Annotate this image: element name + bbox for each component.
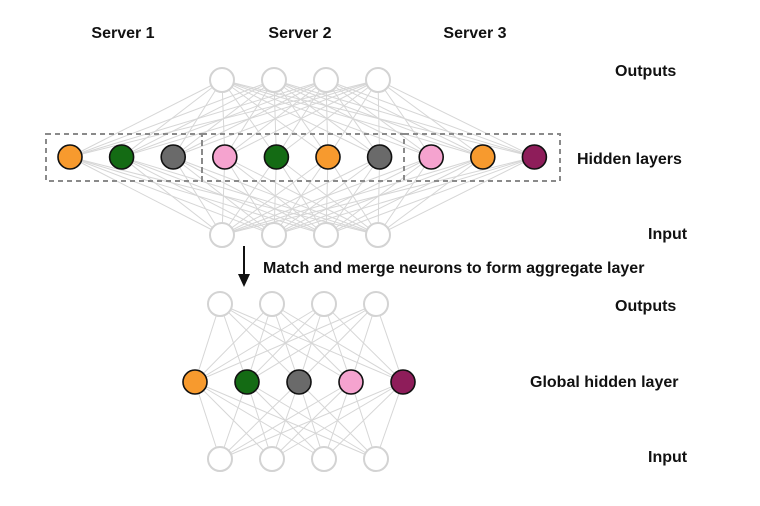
hidden-to-output-edge <box>219 303 352 383</box>
output-node <box>311 291 337 317</box>
bottom-input-label: Input <box>648 449 688 466</box>
output-node <box>259 291 285 317</box>
hidden-to-output-edge <box>172 79 223 158</box>
global-hidden-layer-label: Global hidden layer <box>530 374 678 391</box>
hidden-to-output-edge <box>69 79 223 158</box>
input-to-hidden-edge <box>221 156 329 236</box>
hidden-to-output-edge <box>273 79 535 158</box>
hidden-to-output-edge <box>221 79 432 158</box>
bottom-outputs-label: Outputs <box>615 298 676 315</box>
input-node <box>207 446 233 472</box>
input-node <box>259 446 285 472</box>
input-to-hidden-edge <box>219 381 300 460</box>
output-node <box>365 67 391 93</box>
merge-arrow-head <box>238 274 250 287</box>
input-node <box>261 222 287 248</box>
top-hidden-layers-label: Hidden layers <box>577 151 682 168</box>
bottom-network-edges <box>194 303 404 460</box>
bottom-network-nodes <box>182 291 416 472</box>
hidden-to-output-edge <box>323 303 404 383</box>
server-2-hidden-neuron <box>263 144 290 170</box>
server-3-label: Server 3 <box>443 25 506 42</box>
hidden-to-output-edge <box>221 79 329 158</box>
input-to-hidden-edge <box>375 381 404 460</box>
output-node <box>363 291 389 317</box>
server-boxes <box>45 133 561 182</box>
hidden-to-output-edge <box>219 303 248 383</box>
server-2-label: Server 2 <box>268 25 331 42</box>
top-outputs-label: Outputs <box>615 63 676 80</box>
input-to-hidden-edge <box>377 156 535 236</box>
top-network-nodes <box>57 67 548 248</box>
output-node <box>207 291 233 317</box>
server-1-label: Server 1 <box>91 25 154 42</box>
input-to-hidden-edge <box>219 381 248 460</box>
hidden-to-output-edge <box>219 303 300 383</box>
input-to-hidden-edge <box>221 156 277 236</box>
hidden-to-output-edge <box>194 303 221 383</box>
server-2-hidden-neuron <box>315 144 341 170</box>
input-to-hidden-edge <box>172 156 223 236</box>
merge-arrow <box>238 246 250 287</box>
input-to-hidden-edge <box>325 156 535 236</box>
top-network-edges <box>69 79 535 236</box>
hidden-to-output-edge <box>221 79 380 158</box>
global-hidden-neuron <box>182 369 208 395</box>
input-to-hidden-edge <box>221 156 483 236</box>
hidden-to-output-edge <box>375 303 404 383</box>
input-to-hidden-edge <box>273 156 535 236</box>
top-input-label: Input <box>648 226 688 243</box>
global-hidden-neuron <box>390 369 416 395</box>
hidden-to-output-edge <box>325 79 535 158</box>
input-to-hidden-edge <box>221 156 226 236</box>
input-node <box>365 222 391 248</box>
input-to-hidden-edge <box>69 156 223 236</box>
hidden-to-output-edge <box>377 79 535 158</box>
output-node <box>209 67 235 93</box>
hidden-to-output-edge <box>121 79 223 158</box>
input-to-hidden-edge <box>219 381 352 460</box>
server-3-hidden-neuron <box>521 144 548 170</box>
server-1-hidden-neuron <box>57 144 83 170</box>
server-1-hidden-neuron <box>160 144 186 170</box>
input-to-hidden-edge <box>221 156 380 236</box>
global-hidden-neuron <box>338 369 364 395</box>
server-3-box <box>403 133 561 182</box>
bottom-network <box>182 291 416 472</box>
global-hidden-neuron <box>286 369 312 395</box>
hidden-to-output-edge <box>221 79 277 158</box>
input-to-hidden-edge <box>323 381 404 460</box>
server-2-hidden-neuron <box>212 144 238 170</box>
input-to-hidden-edge <box>121 156 223 236</box>
server-1-box <box>45 133 203 182</box>
output-node <box>313 67 339 93</box>
hidden-to-output-edge <box>271 303 404 383</box>
global-hidden-neuron <box>234 369 260 395</box>
hidden-to-output-edge <box>221 79 483 158</box>
input-to-hidden-edge <box>194 381 221 460</box>
server-1-hidden-neuron <box>108 144 135 170</box>
input-to-hidden-edge <box>271 381 404 460</box>
server-3-hidden-neuron <box>418 144 445 170</box>
input-to-hidden-edge <box>221 156 535 236</box>
input-node <box>313 222 339 248</box>
server-2-hidden-neuron <box>366 144 393 170</box>
input-node <box>311 446 337 472</box>
merge-step-label: Match and merge neurons to form aggregat… <box>263 260 644 277</box>
input-node <box>209 222 235 248</box>
input-to-hidden-edge <box>219 381 404 460</box>
output-node <box>261 67 287 93</box>
top-network <box>45 67 561 248</box>
hidden-to-output-edge <box>219 303 404 383</box>
input-to-hidden-edge <box>221 156 432 236</box>
server-3-hidden-neuron <box>469 144 496 170</box>
input-node <box>363 446 389 472</box>
